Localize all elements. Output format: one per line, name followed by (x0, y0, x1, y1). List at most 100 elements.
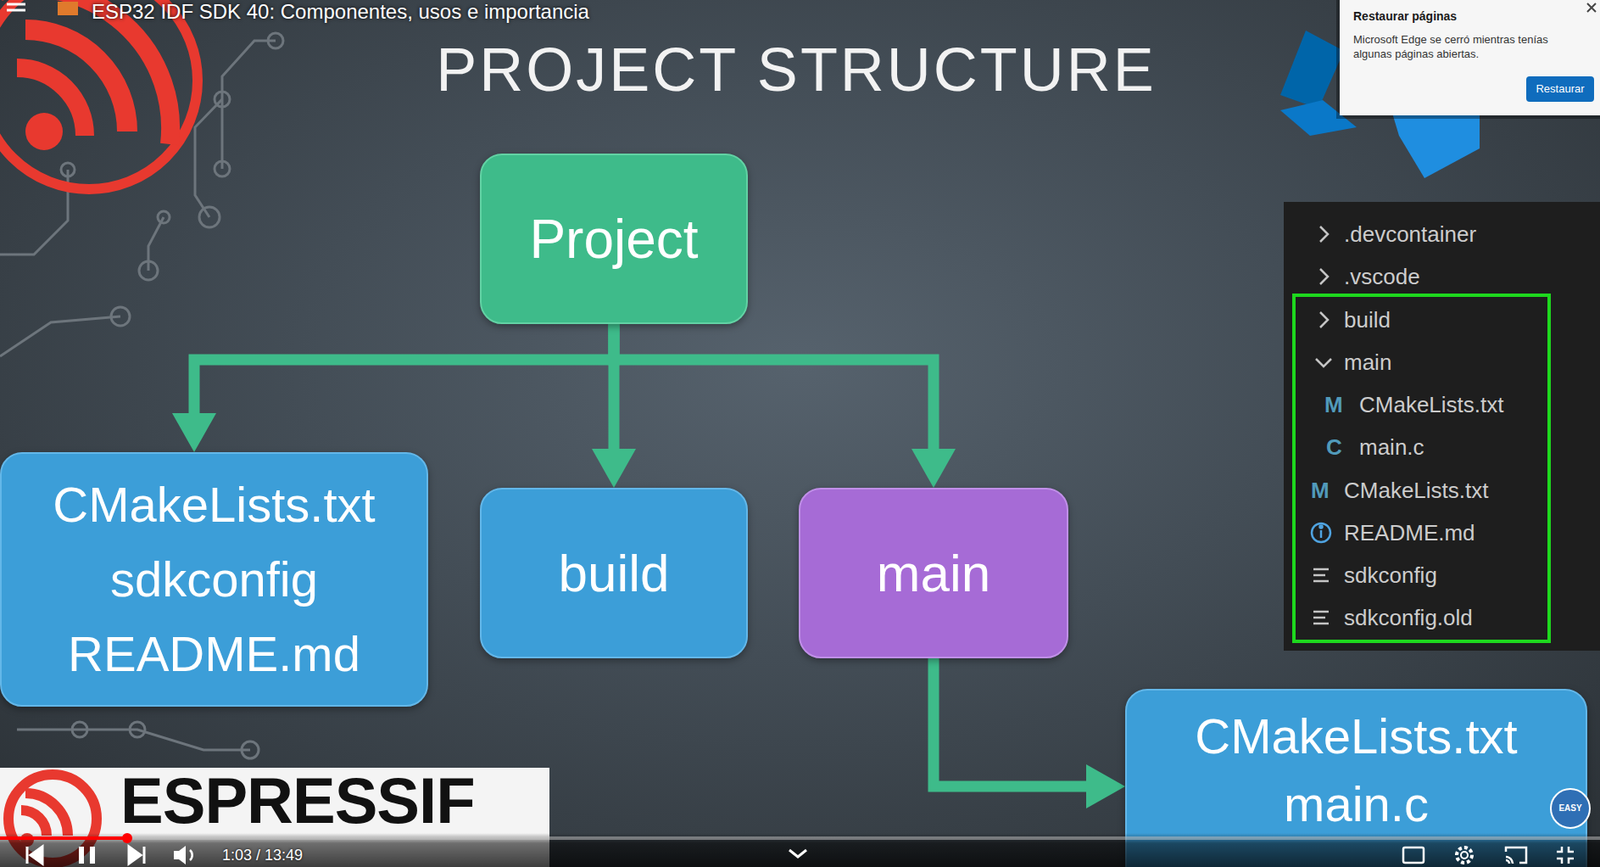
icon-line (1313, 610, 1329, 614)
popup-shadow (1336, 0, 1600, 119)
circuit-pad (241, 741, 259, 759)
volume-wave (189, 849, 193, 860)
circuit-pad (199, 206, 220, 228)
edge-restore-popup (1336, 0, 1600, 119)
chevron-right (1320, 312, 1328, 328)
popup-close (1587, 3, 1596, 12)
file-explorer (1283, 201, 1600, 651)
root-files-box: CMakeLists.txtsdkconfigREADME.md (0, 451, 429, 707)
tree-file: CMakeLists.txt (1359, 390, 1505, 419)
flow-arrow (194, 323, 614, 415)
restore-button: Restaurar (1526, 76, 1595, 102)
controls-shade (0, 832, 1600, 867)
circuit-pad (61, 162, 75, 177)
circuit-trace (0, 316, 121, 357)
readme-info-icon (1311, 523, 1331, 542)
node-label: main.c (1283, 769, 1429, 838)
project-box: Project (479, 153, 748, 324)
popup-message: Microsoft Edge se cerró mientras tenías … (1353, 32, 1584, 62)
explorer-panel (1283, 201, 1600, 651)
tree-folder: main (1343, 348, 1392, 376)
banner-panel (0, 767, 550, 867)
more-chevron (789, 849, 807, 857)
tree-chevrons (1315, 226, 1332, 367)
tree-file: README.md (1343, 518, 1476, 547)
node-label: build (558, 540, 670, 606)
node-label: sdkconfig (110, 541, 318, 617)
icon-line (1313, 574, 1326, 577)
progress-knob (122, 832, 133, 843)
circuit-pad (129, 721, 145, 737)
logo-dot (25, 112, 63, 151)
circuit-trace (222, 40, 276, 169)
circuit-pad (214, 161, 230, 177)
tree-file: main.c (1359, 433, 1425, 461)
circuit-pad (72, 721, 88, 737)
banner-logo (8, 774, 97, 863)
brand-wordmark: ESPRESSIF (120, 767, 475, 834)
logo-ring (0, 0, 198, 190)
popup-panel (1339, 0, 1600, 116)
circuit-pad (157, 211, 170, 223)
flow-arrow (613, 323, 934, 451)
file-icon-letter: C (1326, 433, 1343, 461)
node-label: CMakeLists.txt (1194, 702, 1517, 770)
banner-logo-dot (20, 832, 34, 847)
circuit-pad (139, 261, 158, 280)
circuit-trace (195, 99, 223, 218)
video-menu-icon (6, 1, 79, 16)
tree-file: CMakeLists.txt (1343, 476, 1489, 504)
pause-bar (78, 846, 84, 864)
icon-line (1313, 622, 1329, 625)
node-label: README.md (67, 616, 361, 692)
pause-bar (89, 846, 95, 864)
main-folder-box: main (798, 487, 1069, 658)
flow-arrow (933, 657, 1088, 787)
tree-file: sdkconfig (1343, 561, 1438, 589)
video-time: 1:03 / 13:49 (222, 845, 303, 865)
slide-title: PROJECT STRUCTURE (0, 33, 1593, 106)
player-buttons (27, 845, 1574, 865)
volume-button (173, 845, 186, 865)
main-files-box: CMakeLists.txtmain.c (1125, 688, 1588, 867)
info-stem (1320, 529, 1323, 538)
banner-logo-arc (21, 809, 47, 836)
icon-line (1313, 568, 1329, 571)
build-folder-box: build (479, 487, 748, 658)
menu-line (6, 3, 26, 6)
espressif-logo (0, 0, 198, 190)
badge-disc (1550, 788, 1590, 828)
logo-arc (0, 0, 171, 145)
previous-button (27, 846, 43, 864)
tree-folder: build (1343, 306, 1391, 334)
node-label: main (876, 540, 991, 606)
menu-line (6, 9, 26, 12)
node-label: CMakeLists.txt (52, 467, 375, 542)
subtitles-button (1403, 847, 1424, 863)
tree-folder: .vscode (1343, 262, 1421, 290)
file-icon-letter: M (1324, 390, 1344, 419)
progress-played (0, 836, 128, 840)
chevron-right (1320, 268, 1328, 285)
tree-folder: .devcontainer (1343, 220, 1477, 248)
settings-hub (1460, 851, 1468, 859)
fullscreen-button (1556, 846, 1574, 864)
video-title: ESP32 IDF SDK 40: Componentes, usos e im… (91, 0, 590, 24)
next-button (128, 846, 145, 864)
progress-track (0, 836, 1600, 840)
info-circle (1311, 523, 1331, 542)
highlight-frame (1293, 295, 1550, 642)
settings-button (1456, 847, 1472, 863)
circuit-pad (214, 91, 230, 107)
file-icon-letter: M (1310, 476, 1330, 504)
cast-button (1505, 847, 1527, 864)
circuit-pad (111, 306, 130, 326)
tree-file: sdkconfig.old (1343, 603, 1473, 631)
icon-line (1313, 579, 1329, 583)
circuit-trace (16, 729, 251, 750)
vscode-shape (1280, 30, 1344, 109)
chevron-right (1320, 226, 1328, 242)
icon-line (1313, 616, 1326, 619)
